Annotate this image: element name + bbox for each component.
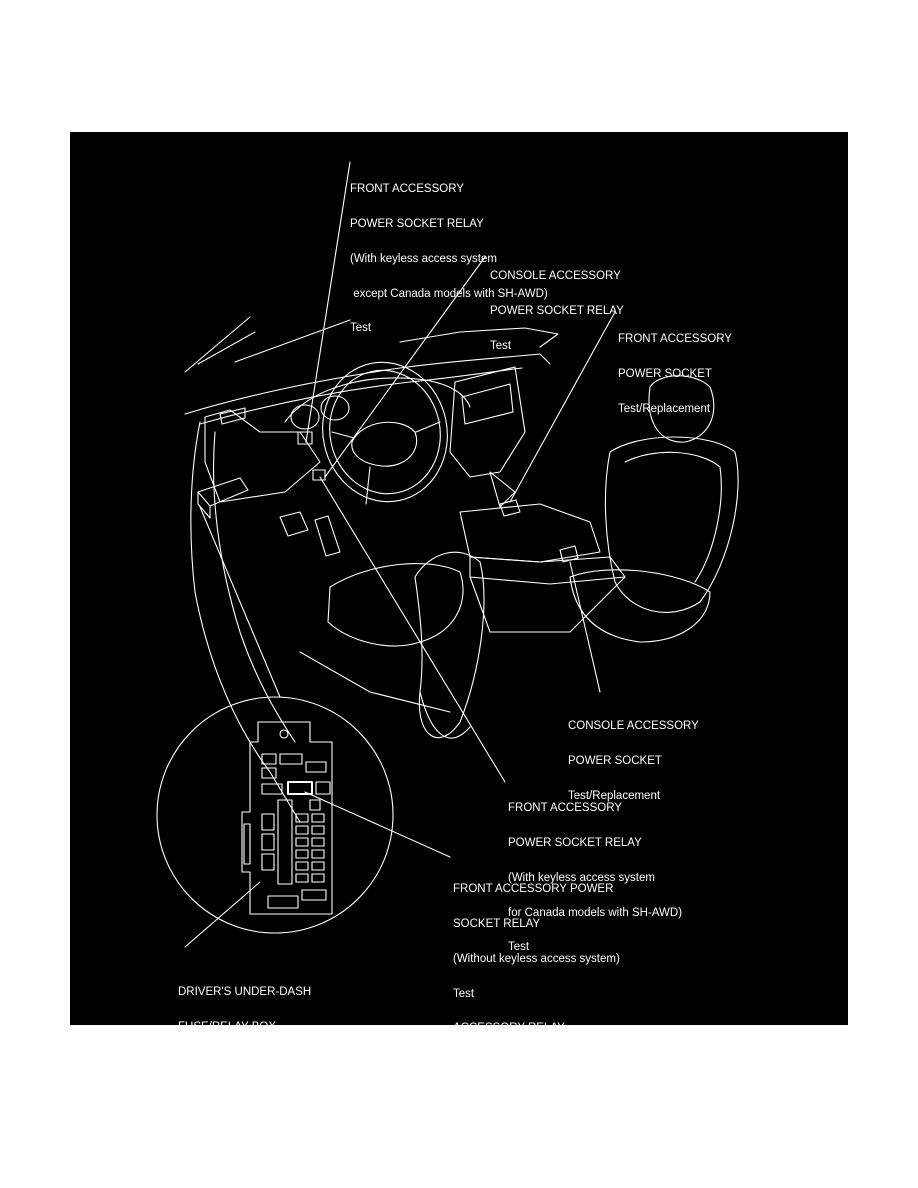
underdash-module [197,477,249,507]
fuse [311,813,325,823]
relay-highlight [287,781,313,795]
passenger-seat-back [604,436,739,613]
fuse [279,753,303,765]
leader-console-socket [569,561,601,693]
leader-underdash [304,791,451,858]
fuse [305,761,327,773]
callout-front-relay-keyless: FRONT ACCESSORY POWER SOCKET RELAY (With… [350,183,548,335]
fuse [295,873,309,883]
fuse [311,861,325,871]
leader-fusebox-callout [199,506,281,698]
center-console [459,503,601,563]
fuse [301,889,327,901]
windshield-edge [184,316,251,373]
fuse [295,825,309,835]
fuse [261,767,277,779]
callout-underdash-relays: FRONT ACCESSORY POWER SOCKET RELAY (With… [453,883,620,1104]
leader-front-socket [509,311,616,503]
instrument-hood [284,377,471,423]
console-side [469,576,626,633]
fuse [311,849,325,859]
leader-front-relay-keyless [305,161,351,443]
windshield-edge [234,319,351,363]
vehicle-interior-line-art [156,161,739,948]
fuse [295,813,309,823]
steering-hub [351,421,418,467]
front-relay-keyless-marker [297,431,313,445]
fuse-box-magnifier [156,696,394,934]
connector-tab [243,823,251,865]
gauge [290,404,320,430]
pedal [314,515,341,557]
door-panel [213,431,296,743]
driver-seat-side [419,691,471,739]
vent [219,407,246,425]
fuse [261,753,277,765]
roofline [399,327,559,348]
fuse-column [277,799,293,885]
callout-front-socket: FRONT ACCESSORY POWER SOCKET Test/Replac… [618,333,732,415]
gauge [320,395,350,421]
fuse-box-mount-hole [279,729,289,739]
steering-spoke [331,431,355,439]
dash-left-panel [204,409,321,503]
windshield-edge [197,331,256,365]
leader-console-relay [324,256,486,478]
console-socket-marker [559,545,579,563]
fuse [311,873,325,883]
fuse [295,837,309,847]
callout-fuse-box: DRIVER'S UNDER-DASH FUSE/RELAY BOX [178,986,312,1033]
dash-top-inner [199,367,523,425]
fuse [315,781,331,795]
passenger-seat-inner [624,451,722,583]
steering-wheel-rim-inner [329,369,441,495]
driver-seat-back [414,551,485,739]
fuse [261,833,275,851]
fuse [261,813,275,831]
callout-console-socket: CONSOLE ACCESSORY POWER SOCKET Test/Repl… [568,720,699,802]
steering-wheel-rim [322,361,448,503]
fuse-box-outline [241,721,333,915]
fuse [295,849,309,859]
leader-front-relay-canada [319,476,506,783]
fuse [261,853,275,871]
driver-seat-cushion [327,563,464,647]
front-relay-canada-marker [312,469,326,481]
dash-top [184,353,551,415]
steering-column [365,466,371,505]
fuse [311,825,325,835]
seat-floor-line [299,651,451,713]
door-edge [190,421,301,823]
leader-fuse-box [184,881,261,948]
passenger-seat-cushion [569,569,711,643]
callout-front-relay-canada: FRONT ACCESSORY POWER SOCKET RELAY (With… [508,802,683,954]
fuse [267,895,299,909]
passenger-seat-headrest [648,375,715,443]
pedal [279,511,309,537]
steering-spoke [415,421,441,433]
fuse [311,837,325,847]
center-stack [449,366,526,478]
underdash-module-side [197,491,211,519]
component-location-diagram: FRONT ACCESSORY POWER SOCKET RELAY (With… [70,132,848,1103]
shifter [489,471,516,508]
fuse [309,799,321,811]
fuse [295,861,309,871]
callout-console-relay: CONSOLE ACCESSORY POWER SOCKET RELAY Tes… [490,270,624,352]
center-stack-detail [461,383,514,425]
fuse [261,783,283,795]
